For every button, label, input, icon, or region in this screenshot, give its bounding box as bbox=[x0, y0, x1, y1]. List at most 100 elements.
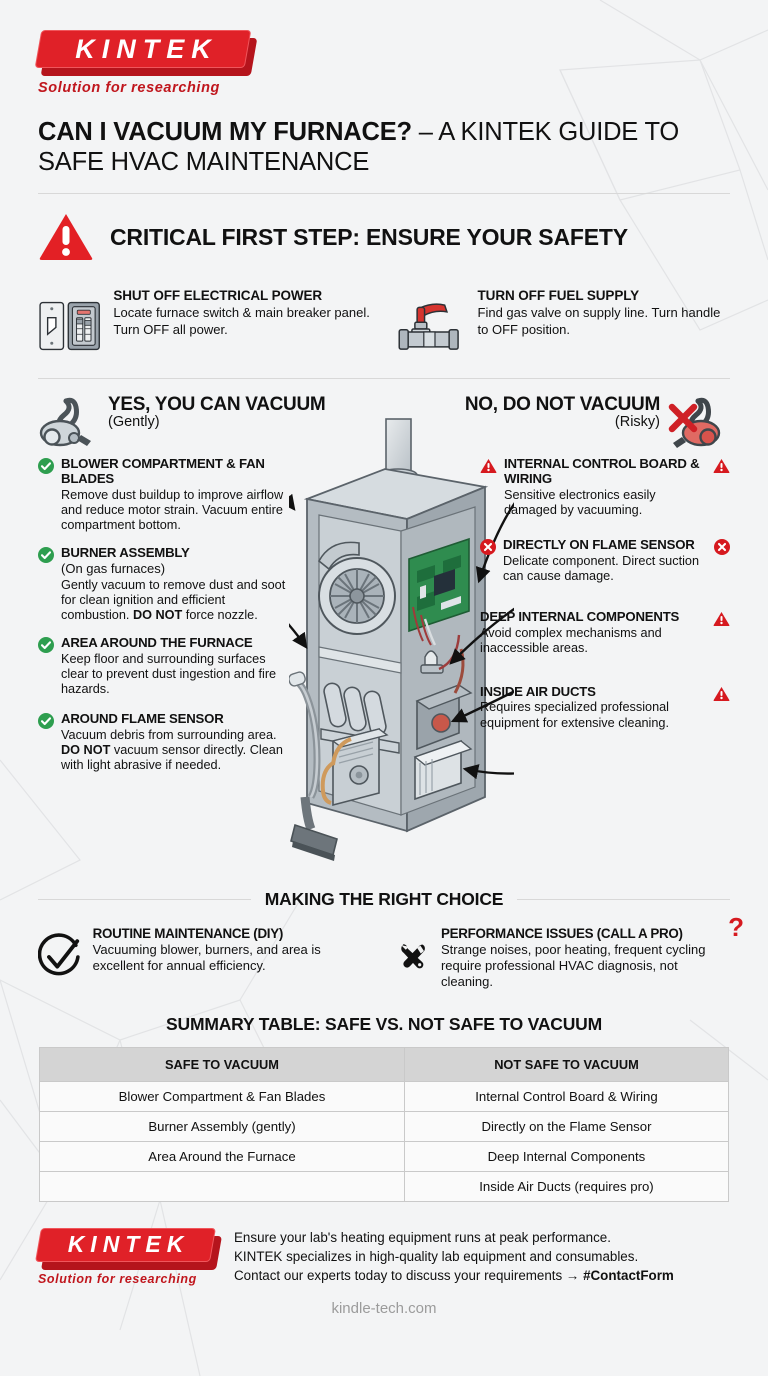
yes-point-subtitle: (On gas furnaces) bbox=[61, 561, 166, 577]
no-point-title: INTERNAL CONTROL BOARD & WIRING bbox=[504, 456, 700, 486]
red-warning-triangle-icon bbox=[713, 458, 730, 479]
choice-item-text: ROUTINE MAINTENANCE (DIY) Vacuuming blow… bbox=[93, 926, 371, 990]
no-point: INTERNAL CONTROL BOARD & WIRING Sensitiv… bbox=[480, 456, 730, 518]
table-cell-safe bbox=[39, 1170, 405, 1202]
choice-item-title: PERFORMANCE ISSUES (CALL A PRO) bbox=[440, 926, 683, 942]
table-header-row: SAFE TO VACUUM NOT SAFE TO VACUUM bbox=[39, 1046, 730, 1082]
footer: KINTEK Solution for researching Ensure y… bbox=[35, 1227, 730, 1286]
no-point-text: Delicate component. Direct suction can c… bbox=[503, 553, 700, 584]
page-title: CAN I VACUUM MY FURNACE? – A KINTEK GUID… bbox=[38, 118, 698, 177]
safety-item: SHUT OFF ELECTRICAL POWER Locate furnace… bbox=[38, 288, 371, 364]
choice-item-text: PERFORMANCE ISSUES (CALL A PRO) ? Strang… bbox=[440, 912, 744, 990]
no-point: DIRECTLY ON FLAME SENSOR Delicate compon… bbox=[480, 537, 730, 584]
table-cell-safe: Blower Compartment & Fan Blades bbox=[39, 1080, 405, 1112]
table-row: Blower Compartment & Fan Blades Internal… bbox=[39, 1080, 730, 1112]
logo-wordmark: KINTEK bbox=[75, 33, 218, 64]
safety-item-body: Locate furnace switch & main breaker pan… bbox=[113, 305, 370, 337]
yes-point-title: BURNER ASSEMBLY bbox=[61, 545, 190, 561]
yes-column: BLOWER COMPARTMENT & FAN BLADES Remove d… bbox=[38, 456, 288, 887]
table-row: Burner Assembly (gently) Directly on the… bbox=[39, 1110, 730, 1142]
red-warning-triangle-icon bbox=[480, 458, 497, 518]
page-title-bold: CAN I VACUUM MY FURNACE? bbox=[38, 118, 412, 146]
table-cell-not-safe: Internal Control Board & Wiring bbox=[403, 1080, 730, 1112]
table-cell-not-safe: Inside Air Ducts (requires pro) bbox=[403, 1170, 730, 1202]
logo-tagline: Solution for researching bbox=[38, 1271, 197, 1286]
safety-item-title: SHUT OFF ELECTRICAL POWER bbox=[113, 288, 323, 304]
safety-item-title: TURN OFF FUEL SUPPLY bbox=[477, 288, 640, 304]
no-point-title: INSIDE AIR DUCTS bbox=[480, 683, 596, 699]
choice-items: ROUTINE MAINTENANCE (DIY) Vacuuming blow… bbox=[38, 912, 744, 990]
safety-heading-row: CRITICAL FIRST STEP: ENSURE YOUR SAFETY bbox=[38, 212, 730, 262]
red-x-circle-icon bbox=[714, 539, 730, 560]
divider-right bbox=[517, 899, 731, 901]
yes-point-text: Gently vacuum to remove dust and soot fo… bbox=[61, 578, 288, 624]
table-header-not-safe: NOT SAFE TO VACUUM bbox=[403, 1046, 730, 1082]
no-point-text: Avoid complex mechanisms and inaccessibl… bbox=[480, 626, 662, 656]
green-check-circle-icon bbox=[38, 712, 54, 773]
light-switch-breaker-panel-icon bbox=[39, 302, 100, 351]
comparison-columns: BLOWER COMPARTMENT & FAN BLADES Remove d… bbox=[38, 418, 730, 887]
text-post: force nozzle. bbox=[182, 608, 258, 622]
yes-point-body: AROUND FLAME SENSOR Vacuum debris from s… bbox=[61, 710, 288, 774]
green-check-circle-icon bbox=[38, 637, 54, 697]
safety-heading: CRITICAL FIRST STEP: ENSURE YOUR SAFETY bbox=[110, 223, 628, 250]
safety-item-text: TURN OFF FUEL SUPPLY Find gas valve on s… bbox=[478, 288, 730, 364]
no-point-text: Sensitive electronics easily damaged by … bbox=[504, 487, 656, 517]
red-warning-triangle-icon bbox=[713, 611, 730, 632]
yes-point-text: Vacuum debris from surrounding area. DO … bbox=[61, 728, 288, 774]
yes-point-title: AROUND FLAME SENSOR bbox=[61, 710, 224, 726]
no-point-text: Requires specialized professional equipm… bbox=[480, 700, 670, 730]
table-cell-not-safe: Deep Internal Components bbox=[403, 1140, 730, 1172]
safety-items: SHUT OFF ELECTRICAL POWER Locate furnace… bbox=[38, 288, 730, 364]
yes-point-text: Keep floor and surrounding surfaces clea… bbox=[61, 652, 277, 697]
no-point-body: INTERNAL CONTROL BOARD & WIRING Sensitiv… bbox=[504, 456, 704, 518]
yes-point-body: BLOWER COMPARTMENT & FAN BLADES Remove d… bbox=[61, 456, 288, 533]
no-point-title: DEEP INTERNAL COMPONENTS bbox=[480, 609, 680, 625]
divider-top bbox=[38, 193, 730, 195]
red-warning-triangle-icon bbox=[713, 686, 730, 707]
yes-header-block: YES, YOU CAN VACUUM (Gently) bbox=[38, 395, 326, 449]
warning-triangle-icon bbox=[39, 214, 93, 261]
table-cell-safe: Burner Assembly (gently) bbox=[39, 1110, 405, 1142]
yes-point-body: BURNER ASSEMBLY (On gas furnaces) Gently… bbox=[61, 546, 288, 623]
summary-table: SAFE TO VACUUM NOT SAFE TO VACUUM Blower… bbox=[39, 1046, 730, 1202]
choice-item-title: ROUTINE MAINTENANCE (DIY) bbox=[92, 926, 284, 942]
logo-tagline: Solution for researching bbox=[38, 80, 220, 96]
contact-form-link[interactable]: #ContactForm bbox=[583, 1267, 674, 1283]
no-point-body: DIRECTLY ON FLAME SENSOR Delicate compon… bbox=[503, 537, 704, 584]
yes-point: AREA AROUND THE FURNACE Keep floor and s… bbox=[38, 635, 288, 697]
choice-item-body: Vacuuming blower, burners, and area is e… bbox=[92, 942, 321, 974]
vacuum-cleaner-icon bbox=[39, 397, 91, 447]
table-row: Area Around the Furnace Deep Internal Co… bbox=[39, 1140, 730, 1172]
table-cell-not-safe: Directly on the Flame Sensor bbox=[403, 1110, 730, 1142]
safety-item-text: SHUT OFF ELECTRICAL POWER Locate furnace… bbox=[113, 288, 371, 364]
divider-left bbox=[38, 899, 251, 901]
choice-heading-row: MAKING THE RIGHT CHOICE bbox=[38, 889, 731, 910]
yes-point: AROUND FLAME SENSOR Vacuum debris from s… bbox=[38, 710, 288, 774]
footer-text: Ensure your lab's heating equipment runs… bbox=[234, 1228, 674, 1285]
check-circle-outline-icon bbox=[38, 933, 80, 976]
footer-line-3: Contact our experts today to discuss you… bbox=[234, 1266, 674, 1285]
question-mark-badge: ? bbox=[728, 912, 744, 943]
choice-item: PERFORMANCE ISSUES (CALL A PRO) ? Strang… bbox=[397, 912, 744, 990]
yes-point-title: AREA AROUND THE FURNACE bbox=[61, 635, 253, 651]
no-point-body: DEEP INTERNAL COMPONENTS Avoid complex m… bbox=[480, 610, 704, 656]
table-cell-safe: Area Around the Furnace bbox=[39, 1140, 405, 1172]
text-emphasis: DO NOT bbox=[61, 742, 111, 757]
no-column: INTERNAL CONTROL BOARD & WIRING Sensitiv… bbox=[480, 456, 730, 887]
safety-item: TURN OFF FUEL SUPPLY Find gas valve on s… bbox=[397, 288, 730, 364]
green-check-circle-icon bbox=[38, 547, 54, 623]
site-url: kindle-tech.com bbox=[331, 1299, 437, 1317]
footer-logo: KINTEK Solution for researching bbox=[35, 1227, 222, 1286]
footer-cta-text: Contact our experts today to discuss you… bbox=[234, 1267, 584, 1283]
footer-line-1: Ensure your lab's heating equipment runs… bbox=[234, 1229, 611, 1245]
choice-item-body: Strange noises, poor heating, frequent c… bbox=[440, 942, 706, 989]
yes-point: BLOWER COMPARTMENT & FAN BLADES Remove d… bbox=[38, 456, 288, 533]
gas-valve-icon bbox=[398, 303, 459, 350]
no-point-title: DIRECTLY ON FLAME SENSOR bbox=[503, 537, 695, 553]
choice-item: ROUTINE MAINTENANCE (DIY) Vacuuming blow… bbox=[38, 926, 371, 990]
green-check-circle-icon bbox=[38, 458, 54, 533]
safety-item-body: Find gas valve on supply line. Turn hand… bbox=[477, 305, 721, 337]
footer-line-2: KINTEK specializes in high-quality lab e… bbox=[234, 1248, 639, 1264]
